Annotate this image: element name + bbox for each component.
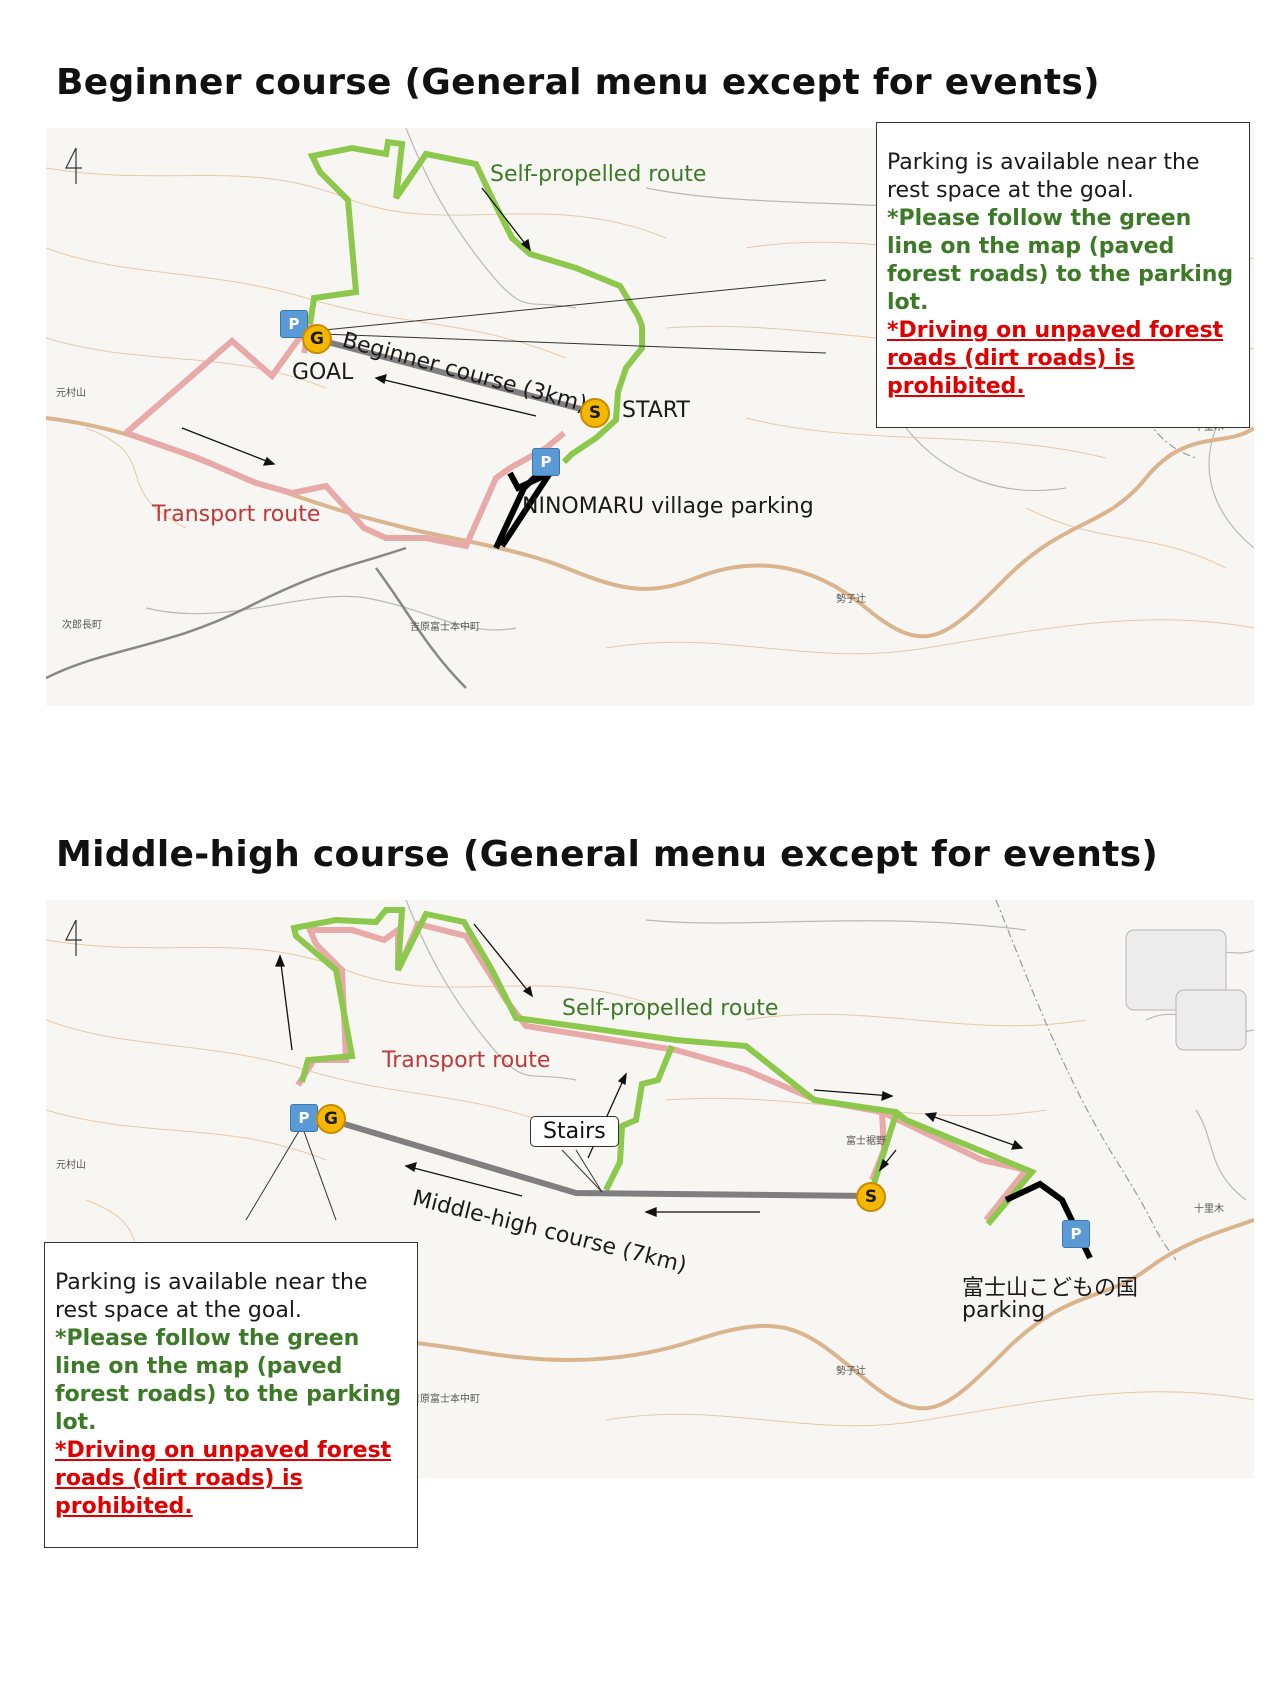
- stairs-label: Stairs: [530, 1116, 619, 1147]
- middle-self-propelled-route: [290, 907, 1037, 1226]
- place-name-juriki: 十里木: [1194, 1204, 1224, 1215]
- beginner-course-line: [319, 337, 597, 416]
- callout-line-green: *Please follow the green line on the map…: [55, 1326, 402, 1435]
- kodomo-parking-icon: P: [1062, 1220, 1090, 1248]
- start-marker-icon: S: [856, 1182, 886, 1212]
- beginner-parking-callout: Parking is available near the rest space…: [876, 122, 1250, 428]
- callout-line-parking: Parking is available near the rest space…: [887, 150, 1200, 203]
- place-name-yoshiwara: 吉原富士本中町: [410, 622, 480, 633]
- goal-label: GOAL: [292, 360, 354, 385]
- beginner-transport-route: [125, 430, 566, 550]
- start-marker-icon: S: [580, 398, 610, 428]
- callout-line-prohibited: *Driving on unpaved forest roads (dirt r…: [55, 1438, 392, 1519]
- place-name-jirocho: 次郎長町: [62, 620, 102, 631]
- ninomaru-parking-label: NINOMARU village parking: [522, 494, 814, 519]
- beginner-title: Beginner course (General menu except for…: [56, 62, 1100, 103]
- middle-parking-callout: Parking is available near the rest space…: [44, 1242, 418, 1548]
- middle-course-line: [323, 1115, 873, 1199]
- callout-line-prohibited: *Driving on unpaved forest roads (dirt r…: [887, 318, 1224, 399]
- middle-map-canvas: [46, 900, 1254, 1427]
- kodomo-parking-label-1: 富士山こどもの国: [962, 1276, 1139, 1301]
- beginner-transport-label: Transport route: [152, 502, 321, 527]
- place-name-motomurayama: 元村山: [56, 388, 86, 399]
- goal-marker-icon: G: [316, 1104, 346, 1134]
- middle-self-propelled-label: Self-propelled route: [562, 996, 779, 1021]
- middle-title: Middle-high course (General menu except …: [56, 834, 1159, 875]
- beginner-self-propelled-label: Self-propelled route: [490, 162, 707, 187]
- start-label: START: [622, 398, 690, 423]
- place-name-seikoshi: 勢子辻: [836, 594, 866, 605]
- place-name-fujiyama-area: 富士裾野: [846, 1136, 886, 1147]
- beginner-self-propelled-route: [307, 138, 645, 465]
- place-name-motomurayama: 元村山: [56, 1160, 86, 1171]
- kodomo-parking-label-2: parking: [962, 1298, 1046, 1323]
- callout-line-green: *Please follow the green line on the map…: [887, 206, 1234, 315]
- callout-line-parking: Parking is available near the rest space…: [55, 1270, 368, 1323]
- ninomaru-parking-icon: P: [532, 448, 560, 476]
- goal-parking-icon: P: [290, 1104, 318, 1132]
- goal-marker-icon: G: [302, 324, 332, 354]
- place-name-yoshiwara: 吉原富士本中町: [410, 1394, 480, 1405]
- middle-transport-label: Transport route: [382, 1048, 551, 1073]
- place-name-seikoshi: 勢子辻: [836, 1366, 866, 1377]
